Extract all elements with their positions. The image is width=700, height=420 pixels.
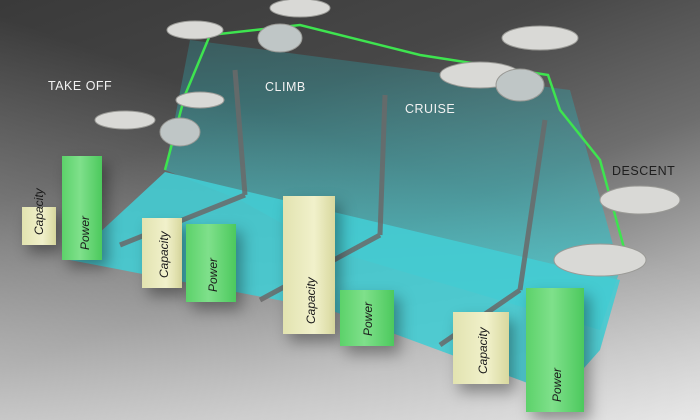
bar-label-power: Power xyxy=(206,257,220,292)
phase-label-descent: DESCENT xyxy=(612,164,676,178)
bar-takeoff-power: Power xyxy=(62,148,108,260)
flight-path-line xyxy=(163,23,632,271)
aircraft-icon xyxy=(94,0,681,277)
bar-label-capacity: Capacity xyxy=(304,277,318,324)
bar-label-power: Power xyxy=(78,215,92,250)
bar-label-capacity: Capacity xyxy=(157,231,171,278)
bar-climb-capacity: Capacity xyxy=(142,212,186,288)
bar-label-capacity: Capacity xyxy=(476,327,490,374)
bar-label-capacity: Capacity xyxy=(32,188,46,235)
bar-takeoff-capacity: Capacity xyxy=(22,188,56,245)
bar-cruise-capacity: Capacity xyxy=(283,190,339,334)
phase-label-climb: CLIMB xyxy=(265,80,306,94)
bar-label-power: Power xyxy=(361,301,375,336)
bar-climb-power: Power xyxy=(186,218,240,302)
bar-descent-capacity: Capacity xyxy=(453,306,513,384)
bar-label-power: Power xyxy=(550,367,564,402)
bar-cruise-power: Power xyxy=(340,286,396,346)
phase-label-cruise: CRUISE xyxy=(405,102,456,116)
bar-descent-power: Power xyxy=(526,282,588,412)
phase-label-take-off: TAKE OFF xyxy=(48,79,113,93)
